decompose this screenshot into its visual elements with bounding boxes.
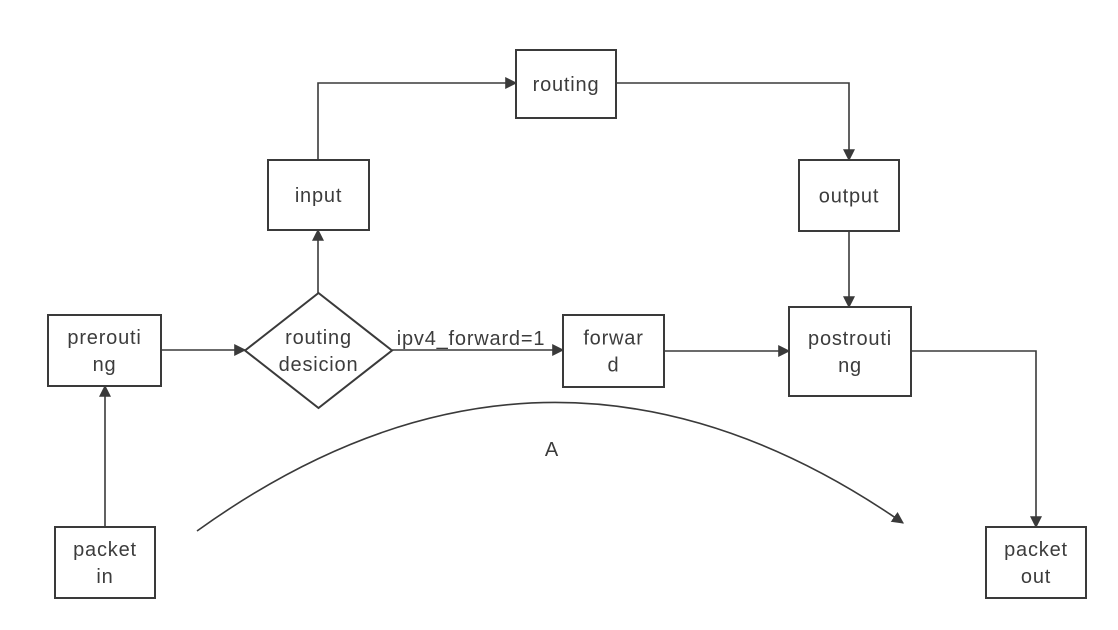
node-output: output (798, 159, 900, 232)
node-routing: routing (515, 49, 617, 119)
node-routing-desicion-shape (243, 291, 394, 410)
node-routing-shape (515, 49, 617, 119)
node-output-label: output (819, 186, 879, 208)
node-packet-out-shape (985, 526, 1087, 599)
edge-routing-to-output (616, 82, 855, 162)
node-input-label: input (295, 185, 342, 207)
node-prerouting-shape (47, 314, 162, 387)
edge-label-ipv4-forward: ipv4_forward=1 (397, 328, 546, 350)
curve-label-a: A (545, 439, 559, 461)
node-output-shape (798, 159, 900, 232)
node-routing-label: routing (533, 74, 600, 96)
node-forward-shape (562, 314, 665, 388)
flow-curve-a (196, 401, 904, 532)
node-packet-in-shape (54, 526, 156, 599)
node-input: input (267, 159, 370, 231)
edge-input-to-routing (317, 77, 518, 160)
node-input-shape (267, 159, 370, 231)
edge-postrouting-to-packet-out (911, 350, 1042, 529)
node-postrouting-shape (788, 306, 912, 397)
